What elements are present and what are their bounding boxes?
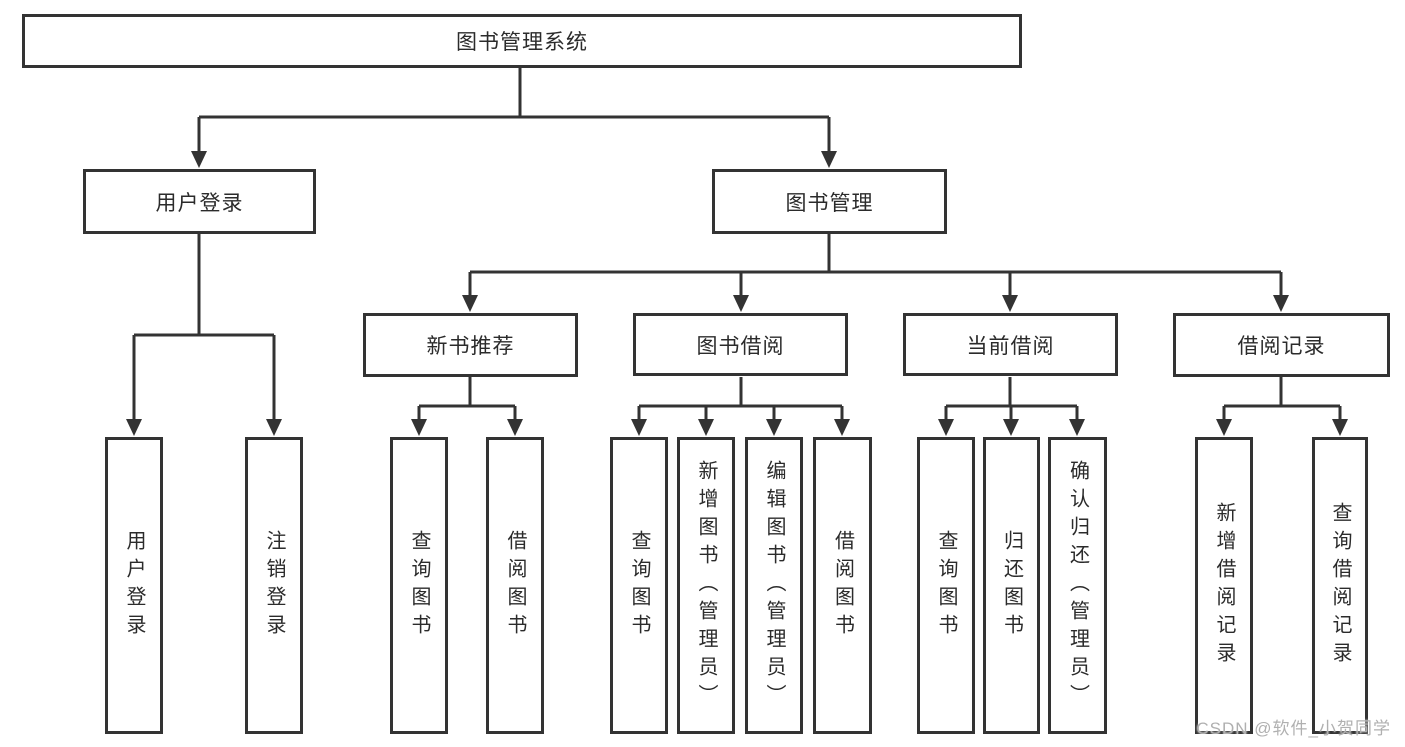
leaf-current-query-book: 查询图书 <box>917 437 975 734</box>
node-borrow-records-label: 借阅记录 <box>1237 335 1326 358</box>
leaf-records-add-record-label: 新增借阅记录 <box>1213 501 1235 670</box>
leaf-user-login: 用户登录 <box>105 437 163 734</box>
node-user-login: 用户登录 <box>83 169 316 234</box>
leaf-current-query-book-label: 查询图书 <box>935 529 957 642</box>
node-book-borrow: 图书借阅 <box>633 313 848 376</box>
leaf-current-confirm-return-admin-label: 确认归还（管理员） <box>1066 459 1089 712</box>
leaf-logout: 注销登录 <box>245 437 303 734</box>
leaf-records-query-record-label: 查询借阅记录 <box>1329 501 1351 670</box>
leaf-recommend-query-book-label: 查询图书 <box>408 529 430 642</box>
leaf-records-query-record: 查询借阅记录 <box>1312 437 1368 734</box>
node-root: 图书管理系统 <box>22 14 1022 68</box>
csdn-watermark: CSDN @软件_小贺同学 <box>1196 719 1391 738</box>
leaf-borrow-query-book: 查询图书 <box>610 437 668 734</box>
leaf-borrow-borrow-book: 借阅图书 <box>813 437 872 734</box>
arrowheads <box>126 151 1348 436</box>
node-new-book-recommend-label: 新书推荐 <box>426 335 515 358</box>
node-current-borrow: 当前借阅 <box>903 313 1118 376</box>
leaf-current-return-book: 归还图书 <box>983 437 1040 734</box>
node-book-borrow-label: 图书借阅 <box>696 334 785 358</box>
leaf-borrow-add-book-admin-label: 新增图书（管理员） <box>695 459 717 712</box>
leaf-borrow-query-book-label: 查询图书 <box>628 529 650 642</box>
leaf-borrow-edit-book-admin: 编辑图书（管理员） <box>745 437 803 734</box>
leaf-logout-label: 注销登录 <box>263 529 285 642</box>
leaf-records-add-record: 新增借阅记录 <box>1195 437 1253 734</box>
leaf-borrow-edit-book-admin-label: 编辑图书（管理员） <box>763 459 785 712</box>
leaf-current-return-book-label: 归还图书 <box>1000 529 1023 642</box>
node-user-login-label: 用户登录 <box>155 191 244 215</box>
node-new-book-recommend: 新书推荐 <box>363 313 578 377</box>
leaf-user-login-label: 用户登录 <box>123 529 145 642</box>
leaf-recommend-query-book: 查询图书 <box>390 437 448 734</box>
leaf-recommend-borrow-book-label: 借阅图书 <box>504 529 526 642</box>
leaf-recommend-borrow-book: 借阅图书 <box>486 437 544 734</box>
node-borrow-records: 借阅记录 <box>1173 313 1390 377</box>
node-book-management-label: 图书管理 <box>785 191 874 215</box>
leaf-current-confirm-return-admin: 确认归还（管理员） <box>1048 437 1107 734</box>
node-root-label: 图书管理系统 <box>456 31 588 54</box>
leaf-borrow-borrow-book-label: 借阅图书 <box>831 529 854 642</box>
leaf-borrow-add-book-admin: 新增图书（管理员） <box>677 437 735 734</box>
node-book-management: 图书管理 <box>712 169 947 234</box>
node-current-borrow-label: 当前借阅 <box>966 334 1055 358</box>
